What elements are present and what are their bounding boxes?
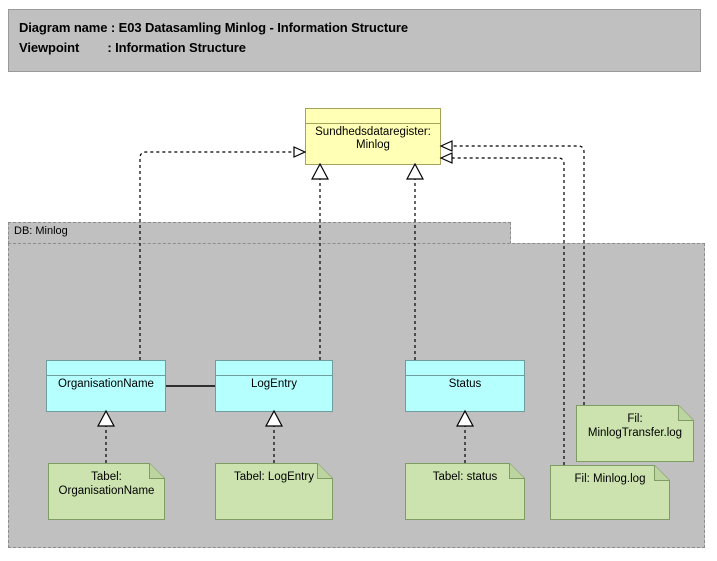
group-db-minlog-tab <box>8 222 511 244</box>
artifact-shape <box>48 463 165 520</box>
artifact-shape <box>215 463 333 520</box>
artifact-label: Fil: Minlog.log <box>574 473 646 485</box>
artifact-fil-minlog-log[interactable]: Fil: Minlog.log <box>550 465 670 520</box>
artifact-label: Tabel: OrganisationName <box>58 471 155 497</box>
data-object-header-strip <box>47 361 165 376</box>
artifact-fil-minlogtransfer-log[interactable]: Fil: MinlogTransfer.log <box>576 405 694 462</box>
artifact-shape <box>576 405 694 462</box>
data-object-label: OrganisationName <box>58 378 154 390</box>
artifact-tabel-status[interactable]: Tabel: status <box>405 463 525 520</box>
artifact-tabel-logentry[interactable]: Tabel: LogEntry <box>215 463 333 520</box>
business-object-label: Sundhedsdataregister: Minlog <box>315 126 431 151</box>
artifact-label: Tabel: status <box>432 471 498 483</box>
data-object-header-strip <box>406 361 524 376</box>
artifact-tabel-organisationname[interactable]: Tabel: OrganisationName <box>48 463 165 520</box>
data-object-status[interactable]: Status <box>405 360 525 412</box>
data-object-label: LogEntry <box>250 378 298 390</box>
data-object-label: Status <box>448 378 482 390</box>
business-object-sundhedsdataregister-minlog[interactable]: Sundhedsdataregister: Minlog <box>305 108 441 165</box>
group-db-minlog-label: DB: Minlog <box>14 225 68 237</box>
artifact-shape <box>550 465 670 520</box>
data-object-organisationname[interactable]: OrganisationName <box>46 360 166 412</box>
business-object-header-strip <box>306 109 440 124</box>
artifact-label: Fil: MinlogTransfer.log <box>587 413 683 439</box>
diagram-header-bar: Diagram name : E03 Datasamling Minlog - … <box>8 9 701 72</box>
data-object-logentry[interactable]: LogEntry <box>215 360 333 412</box>
viewpoint-text: Viewpoint : Information Structure <box>19 40 246 55</box>
artifact-label: Tabel: LogEntry <box>234 471 314 483</box>
diagram-name-text: Diagram name : E03 Datasamling Minlog - … <box>19 20 409 35</box>
data-object-header-strip <box>216 361 332 376</box>
